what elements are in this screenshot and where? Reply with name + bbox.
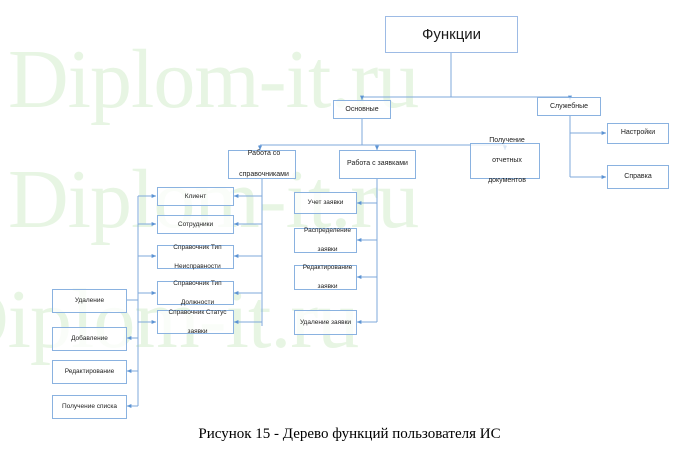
node-status-zayavki-line1: Справочник Статус <box>168 308 227 316</box>
node-otchety-line3: документов <box>488 177 526 185</box>
node-spravochniki-line2: справочниками <box>239 170 289 178</box>
figure-caption: Рисунок 15 - Дерево функций пользователя… <box>198 426 501 442</box>
node-root-label: Функции <box>421 26 482 43</box>
node-tip-neisprav-line2: Неисправности <box>174 262 221 270</box>
node-spravka[interactable]: Справка <box>607 165 669 189</box>
node-root[interactable]: Функции <box>385 16 518 53</box>
node-redaktirovanie-label: Редактирование <box>64 368 115 376</box>
node-sluzhebnye-label: Служебные <box>549 103 588 110</box>
node-tip-neisprav-line1: Справочник Тип <box>173 243 222 251</box>
node-udal-zayavki[interactable]: Удаление заявки <box>294 310 357 335</box>
node-poluchenie-spiska[interactable]: Получение списка <box>52 395 127 419</box>
node-nastroyki-label: Настройки <box>620 129 656 137</box>
node-klient[interactable]: Клиент <box>157 187 234 206</box>
node-sotrudniki-label: Сотрудники <box>177 220 214 228</box>
node-spravochniki-line1: Работа со <box>247 150 281 158</box>
node-raspr-zayavki[interactable]: Распределение заявки <box>294 227 357 254</box>
node-spravochniki[interactable]: Работа со справочниками <box>228 150 296 179</box>
node-redakt-zayavki[interactable]: Редактирование заявки <box>294 264 357 291</box>
node-redakt-zayavki-line1: Редактирование <box>302 264 353 272</box>
node-tip-dolzhnosti[interactable]: Справочник Тип Должности <box>157 279 234 306</box>
node-otchety-line2: отчетных <box>492 156 522 164</box>
node-redaktirovanie[interactable]: Редактирование <box>52 360 127 384</box>
node-osnovnye-label: Основные <box>345 106 379 113</box>
node-raspr-zayavki-line2: заявки <box>317 246 338 254</box>
node-status-zayavki[interactable]: Справочник Статус заявки <box>157 308 234 335</box>
node-dobavlenie[interactable]: Добавление <box>52 327 127 351</box>
node-zayavki[interactable]: Работа с заявками <box>339 150 416 179</box>
node-udal-zayavki-label: Удаление заявки <box>299 318 352 326</box>
node-osnovnye[interactable]: Основные <box>333 100 391 119</box>
node-sotrudniki[interactable]: Сотрудники <box>157 215 234 234</box>
node-udalenie[interactable]: Удаление <box>52 289 127 313</box>
node-status-zayavki-line2: заявки <box>187 327 208 335</box>
node-redakt-zayavki-line2: заявки <box>317 283 338 291</box>
node-poluchenie-spiska-label: Получение списка <box>61 403 118 411</box>
node-udalenie-label: Удаление <box>74 297 105 305</box>
function-tree-diagram: Функции Основные Служебные Настройки Спр… <box>52 16 669 419</box>
node-dobavlenie-label: Добавление <box>71 335 108 343</box>
node-klient-label: Клиент <box>184 192 207 200</box>
node-otchety-line1: Получение <box>489 136 525 144</box>
node-tip-dolzhnosti-line1: Справочник Тип <box>173 279 222 287</box>
node-nastroyki[interactable]: Настройки <box>607 123 669 144</box>
node-tip-dolzhnosti-line2: Должности <box>180 298 215 306</box>
node-sluzhebnye[interactable]: Служебные <box>537 97 601 116</box>
node-tip-neisprav[interactable]: Справочник Тип Неисправности <box>157 243 234 270</box>
node-uchet-zayavki[interactable]: Учет заявки <box>294 192 357 214</box>
node-otchety[interactable]: Получение отчетных документов <box>470 137 540 184</box>
node-raspr-zayavki-line1: Распределение <box>303 227 352 235</box>
node-zayavki-label: Работа с заявками <box>347 160 408 168</box>
node-spravka-label: Справка <box>624 172 652 180</box>
node-uchet-zayavki-label: Учет заявки <box>307 199 344 207</box>
